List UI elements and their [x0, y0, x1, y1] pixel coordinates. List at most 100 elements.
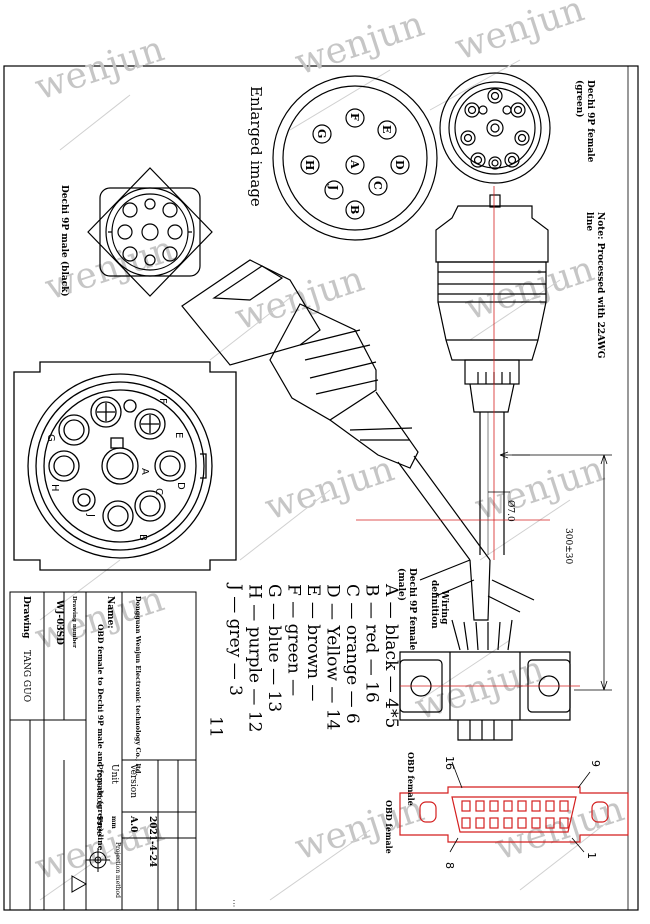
drawing-label: Drawing — [21, 596, 31, 639]
version-label: Version — [128, 763, 138, 798]
wiring-color: — blue — [264, 598, 284, 669]
obd-pin-slot — [545, 800, 555, 812]
enlarged-image-label: Enlarged image — [247, 86, 265, 207]
male-pin-e: E — [173, 432, 184, 438]
dechi-female-top-color: (green) — [574, 80, 585, 118]
wiring-pin: D — [323, 584, 343, 598]
obd-pin-8: 8 — [443, 862, 456, 869]
wiring-row: B — red — 16 — [362, 584, 382, 703]
male-pin-b: B — [137, 534, 148, 541]
enlarged-pin-h: H — [300, 155, 320, 175]
dechi-male-label: Dechi 9P male (black) — [59, 185, 70, 297]
wiring-color: — black — [381, 596, 401, 676]
wiring-obd-pin: — 13 — [264, 668, 284, 712]
svg-text:G — blue — 13: G — blue — 13 — [264, 584, 284, 712]
wiring-color: — purple — [245, 599, 265, 689]
enlarged-pin-a: A — [345, 155, 365, 175]
wiring-pin: E — [303, 584, 323, 596]
wiring-obd-pin: — 3 — [225, 663, 245, 696]
wiring-color: — green — [284, 596, 304, 679]
title-date: 2021-4-24 — [147, 816, 157, 867]
wiring-pin: G — [264, 584, 284, 598]
wiring-pin: A — [381, 583, 401, 597]
wiring-row: E — brown — — [303, 584, 323, 701]
obd-pin-slot — [545, 817, 555, 829]
drawing-by: TANG GUO — [21, 650, 31, 702]
footer-mark: ⋮ — [230, 899, 238, 908]
wiring-dechi-label: Dechi 9P female — [407, 568, 417, 651]
svg-text:J — grey — 3: J — grey — 3 — [225, 582, 245, 696]
version-value: A.0 — [128, 815, 138, 832]
enlarged-pin-b: B — [345, 200, 365, 220]
obd-pin-slot — [475, 817, 485, 829]
title-name-value: OBD female to Dechi 9P male and female (… — [96, 624, 105, 851]
svg-text:F: F — [348, 113, 361, 121]
svg-text:G: G — [315, 129, 328, 138]
obd-pin-slot — [559, 817, 569, 829]
drawing-number-label: Drawing number — [71, 596, 77, 648]
enlarged-pin-f: F — [345, 108, 365, 128]
obd-pin-slot — [503, 817, 513, 829]
watermark-text: wenjun — [290, 4, 429, 84]
male-pin-a: A — [139, 468, 150, 475]
wiring-obd-pin: — 4*5 — [381, 676, 401, 729]
wiring-row: G — blue — 13 — [264, 584, 284, 712]
wiring-obd-pin: — 12 — [245, 688, 265, 732]
wiring-color: — orange — [342, 597, 362, 691]
male-pin-f: F — [157, 398, 168, 404]
wiring-pin: H — [245, 584, 265, 599]
enlarged-image-view — [272, 75, 438, 241]
enlarged-pin-e: E — [377, 120, 397, 140]
svg-text:A: A — [348, 159, 361, 169]
enlarged-pin-c: C — [368, 176, 388, 196]
wiring-obd-pin: — 14 — [323, 686, 343, 730]
wiring-title: Wiring — [439, 589, 449, 625]
obd-pin-16: 16 — [443, 756, 456, 770]
svg-text:C: C — [371, 181, 384, 190]
wiring-obd-pin: — — [303, 684, 323, 701]
enlarged-pin-layer: F E G D H A C J B — [300, 108, 410, 220]
watermark-text: wenjun — [30, 29, 169, 109]
svg-text:B — red — 16: B — red — 16 — [362, 584, 382, 703]
drawing-number-value: WJ-03SD — [54, 599, 64, 645]
enlarged-pin-d: D — [390, 155, 410, 175]
svg-text:D: D — [393, 160, 406, 170]
wiring-color: — brown — [303, 596, 323, 684]
wiring-pin: J — [225, 582, 245, 591]
enlarged-pin-g: G — [312, 124, 332, 144]
watermark-text: wenjun — [450, 0, 589, 69]
unit-value: mm — [110, 816, 117, 829]
wiring-color: — Yellow — [323, 598, 343, 687]
wiring-row: D — Yellow — 14 — [323, 584, 343, 730]
svg-text:J: J — [327, 184, 340, 190]
svg-text:H: H — [303, 160, 316, 170]
wiring-row: C — orange — 6 — [342, 584, 362, 724]
wiring-obd-pin: — 16 — [362, 659, 382, 703]
obd-pin-slot — [503, 800, 513, 812]
svg-text:C — orange — 6: C — orange — 6 — [342, 584, 362, 724]
watermark-text: wenjun — [460, 249, 599, 329]
wiring-pin: F — [284, 584, 304, 596]
dechi-female-top-view — [439, 72, 551, 184]
male-pin-d: D — [175, 482, 186, 490]
wiring-obd-pin: — — [284, 679, 304, 696]
obd-pin-slot — [517, 817, 527, 829]
svg-text:B: B — [348, 205, 361, 214]
wiring-row: J — grey — 3 — [225, 582, 245, 696]
wiring-color: — red — [362, 597, 382, 659]
dimension-lines — [488, 451, 612, 691]
wiring-row: H — purple — 12 — [245, 584, 265, 732]
diameter-label: Ø7.0 — [505, 500, 516, 522]
wiring-obd-pin: 11 — [206, 716, 226, 738]
wiring-title-2: definition — [429, 580, 439, 629]
obd-pin-slot — [531, 800, 541, 812]
title-name-value-text: OBD female to Dechi 9P male and female (… — [96, 624, 105, 851]
svg-text:H — purple — 12: H — purple — 12 — [245, 584, 265, 732]
proportion-label: Proportion — [95, 764, 104, 808]
svg-text:D — Yellow — 14: D — Yellow — 14 — [323, 584, 343, 730]
note-label: Note: Processed with 22AWG — [595, 212, 605, 358]
sheet-border — [3, 65, 639, 911]
